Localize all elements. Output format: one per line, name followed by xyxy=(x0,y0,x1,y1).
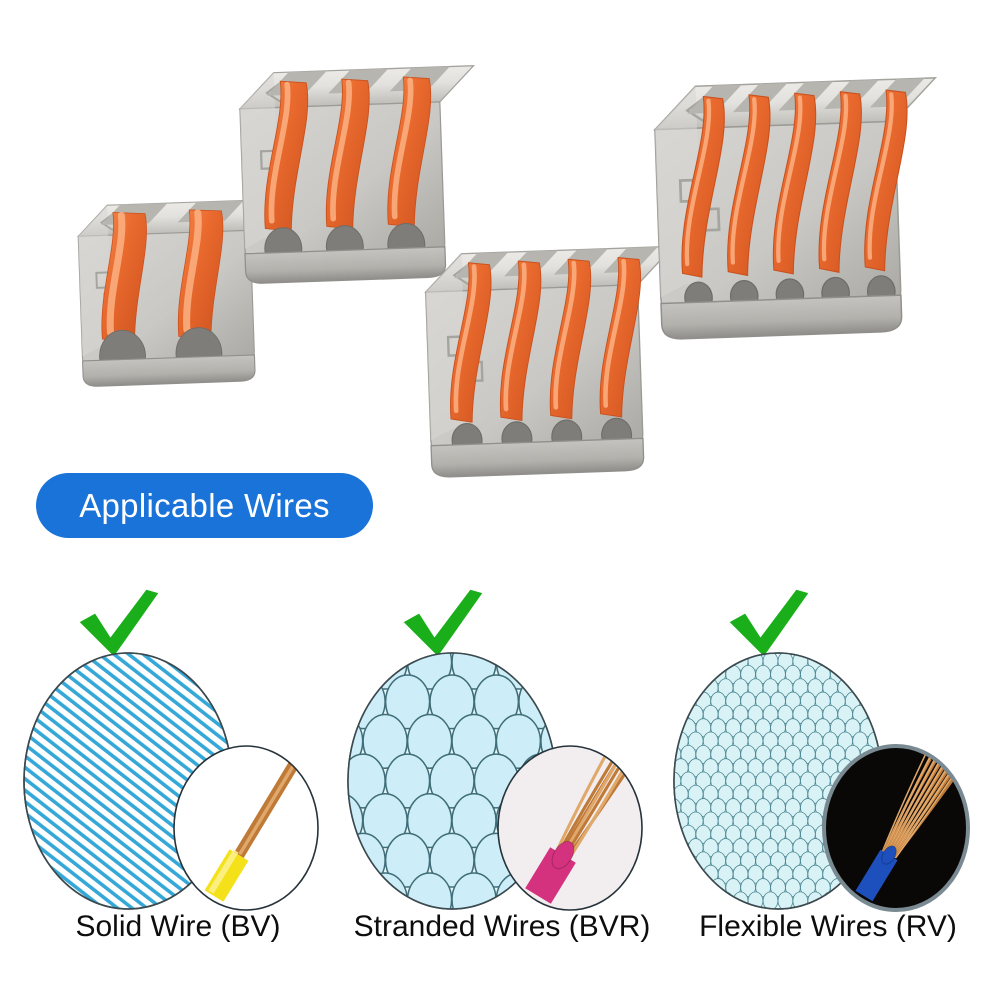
connector-lever-highlight xyxy=(553,260,577,410)
wire-cross-section-diagram xyxy=(23,652,319,911)
wire-connector-5port xyxy=(620,59,960,370)
connector-lever-highlight xyxy=(391,77,414,220)
wire-type-panel-flexible-wires: Flexible Wires (RV) xyxy=(668,588,988,968)
wire-type-label: Solid Wire (BV) xyxy=(75,910,281,943)
wire-type-label: Stranded Wires (BVR) xyxy=(353,910,651,943)
connector-illustration xyxy=(238,65,476,284)
connector-lever-highlight xyxy=(603,259,627,408)
wire-cross-section-diagram xyxy=(347,652,643,911)
connector-lever[interactable] xyxy=(545,258,596,420)
connector-lever[interactable] xyxy=(676,95,730,278)
wire-connector-2port xyxy=(56,186,293,409)
wire-connector-3port xyxy=(211,50,495,309)
wire-photo-inset xyxy=(822,744,970,912)
connector-lever-highlight xyxy=(183,209,202,334)
wire-type-label: Flexible Wires (RV) xyxy=(699,910,957,943)
connector-lever-highlight xyxy=(684,98,712,267)
connector-illustration xyxy=(424,245,675,478)
connector-lever[interactable] xyxy=(859,89,913,272)
connector-lever-highlight xyxy=(776,95,803,264)
connector-lever-highlight xyxy=(330,79,352,222)
connector-lever-highlight xyxy=(730,97,757,265)
connector-lever-highlight xyxy=(821,93,849,262)
connector-lever[interactable] xyxy=(445,262,496,423)
green-check-icon xyxy=(79,589,159,657)
connector-lever[interactable] xyxy=(595,257,646,418)
connector-illustration xyxy=(76,198,281,387)
connector-lever-highlight xyxy=(867,92,894,260)
applicable-wires-badge: Applicable Wires xyxy=(36,473,373,538)
applicable-wires-badge-label: Applicable Wires xyxy=(79,487,330,524)
connector-lever[interactable] xyxy=(813,91,867,273)
connector-lever[interactable] xyxy=(722,94,776,277)
connector-front-lip xyxy=(244,246,447,284)
connector-front-lip xyxy=(660,294,903,340)
green-check-icon xyxy=(729,589,809,657)
connector-illustration xyxy=(653,77,938,340)
green-check-icon xyxy=(403,589,483,657)
wire-photo-inset xyxy=(497,745,643,911)
wire-type-panel-solid-wire: Solid Wire (BV) xyxy=(18,588,338,968)
connector-lever[interactable] xyxy=(495,260,546,421)
connector-lever-highlight xyxy=(268,81,291,224)
connector-lever-highlight xyxy=(106,211,126,336)
connector-front-lip xyxy=(82,354,256,387)
wire-cross-section-diagram xyxy=(673,652,970,912)
connector-lever-highlight xyxy=(503,262,527,412)
connector-lever-highlight xyxy=(453,264,477,414)
connector-lever[interactable] xyxy=(768,92,822,275)
wire-type-panel-stranded-wires: Stranded Wires (BVR) xyxy=(342,588,662,968)
wire-connector-4port xyxy=(395,230,694,505)
wire-photo-inset xyxy=(173,745,319,911)
connector-front-lip xyxy=(430,437,645,478)
